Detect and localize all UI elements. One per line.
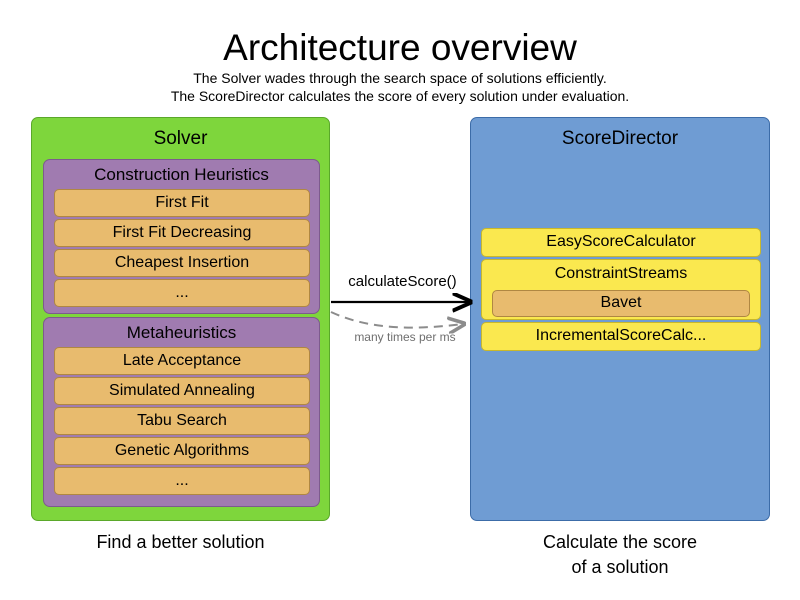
caption-score-director-line-2: of a solution <box>571 557 669 577</box>
page-title: Architecture overview <box>223 27 577 68</box>
solver-panel-title: Solver <box>153 128 208 149</box>
calculator-incremental-score-calculator[interactable]: IncrementalScoreCalc... <box>481 322 761 351</box>
score-director-panel: ScoreDirector EasyScoreCalculator Constr… <box>470 117 770 521</box>
solver-panel: Solver Construction Heuristics First Fit… <box>31 117 330 521</box>
calculator-bavet[interactable]: Bavet <box>492 290 750 317</box>
item-first-fit-decreasing[interactable]: First Fit Decreasing <box>54 219 310 247</box>
group-metaheuristics: Metaheuristics Late Acceptance Simulated… <box>43 317 320 507</box>
item-metaheuristics-more[interactable]: ... <box>54 467 310 495</box>
calculator-constraint-streams-label: ConstraintStreams <box>554 265 688 282</box>
label-many-times-per-ms: many times per ms <box>354 330 456 344</box>
group-metaheuristics-title: Metaheuristics <box>126 323 237 342</box>
calculator-easy-score-calculator[interactable]: EasyScoreCalculator <box>481 228 761 257</box>
calculator-constraint-streams[interactable]: ConstraintStreams Bavet <box>481 259 761 320</box>
item-cheapest-insertion[interactable]: Cheapest Insertion <box>54 249 310 277</box>
label-calculate-score: calculateScore() <box>348 273 457 290</box>
subtitle-line-2: The ScoreDirector calculates the score o… <box>170 88 630 104</box>
group-construction-heuristics: Construction Heuristics First Fit First … <box>43 159 320 314</box>
item-first-fit[interactable]: First Fit <box>54 189 310 217</box>
arrow-many-times-per-ms <box>330 311 463 328</box>
item-late-acceptance[interactable]: Late Acceptance <box>54 347 310 375</box>
item-tabu-search[interactable]: Tabu Search <box>54 407 310 435</box>
caption-score-director-line-1: Calculate the score <box>542 532 698 552</box>
item-genetic-algorithms[interactable]: Genetic Algorithms <box>54 437 310 465</box>
group-construction-heuristics-title: Construction Heuristics <box>94 165 269 184</box>
item-simulated-annealing[interactable]: Simulated Annealing <box>54 377 310 405</box>
subtitle-line-1: The Solver wades through the search spac… <box>193 70 607 86</box>
caption-score-director: Calculate the score of a solution <box>470 530 770 580</box>
score-director-panel-title: ScoreDirector <box>561 128 679 149</box>
item-construction-more[interactable]: ... <box>54 279 310 307</box>
caption-solver: Find a better solution <box>96 532 265 552</box>
